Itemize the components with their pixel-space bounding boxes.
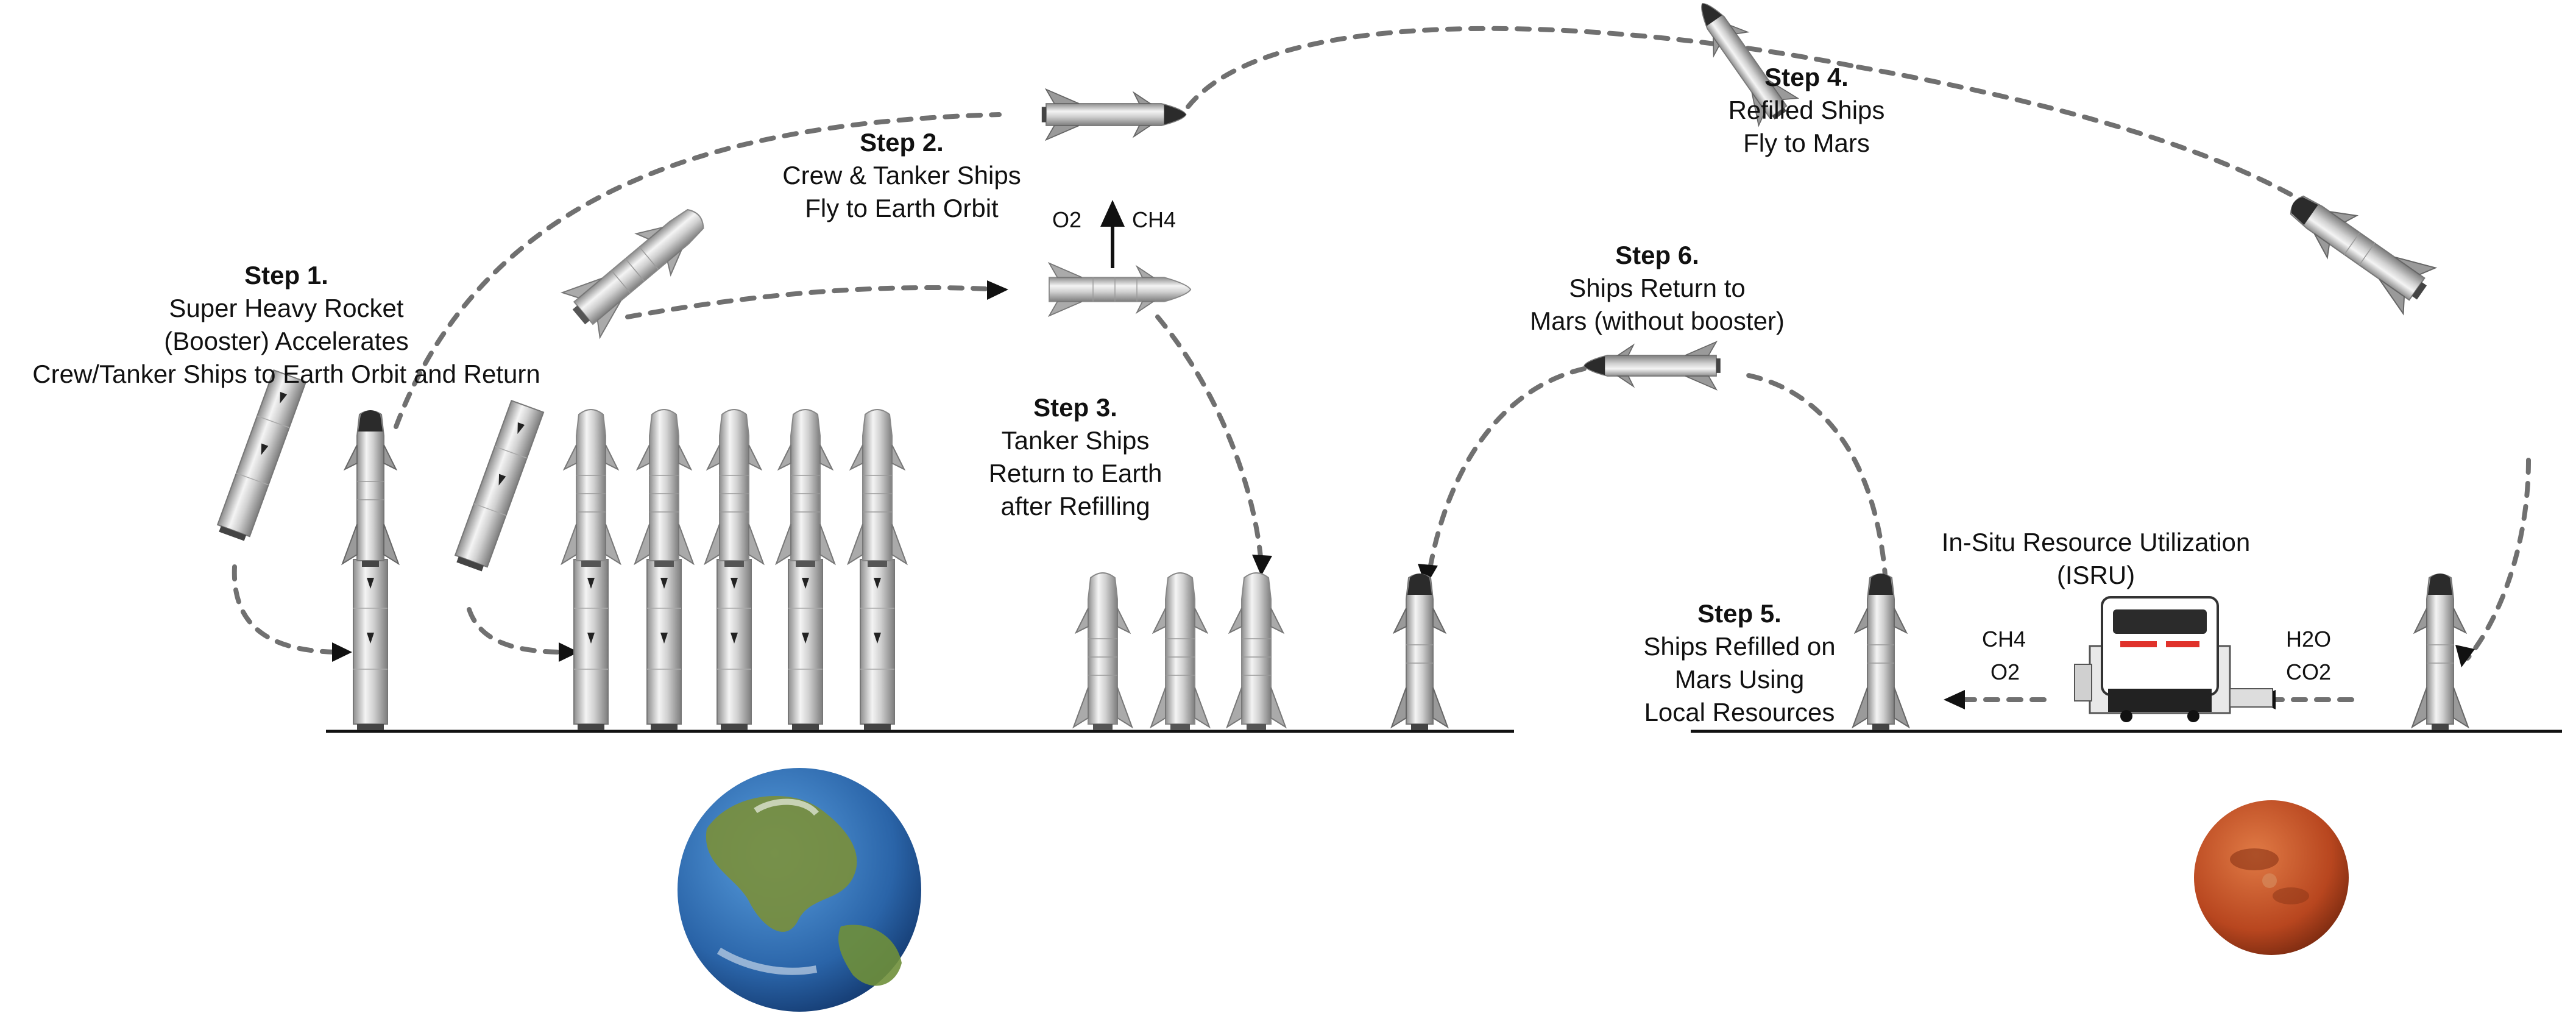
step3-label: Step 3. Tanker Ships Return to Earth aft… (954, 391, 1197, 523)
starship-icon (1049, 262, 1192, 317)
trajectory-launch-to-orbit (394, 112, 1002, 429)
starship-icon (1583, 341, 1721, 390)
starship-icon (1391, 573, 1448, 731)
step1-title: Step 1. (244, 261, 328, 289)
booster-icon (353, 559, 388, 731)
trajectory-tanker-return (1155, 314, 1264, 566)
trajectory-orbit-to-mars-transfer (1186, 26, 1861, 109)
stacked-rocket-1 (342, 410, 399, 731)
isru-output-ch4-label: CH4 (1982, 627, 2026, 652)
trajectory-mars-descent (2465, 458, 2531, 661)
isru-label: In-Situ Resource Utilization (ISRU) (1941, 528, 2251, 589)
starship-icon (1041, 88, 1187, 141)
trajectory-booster-return-2 (467, 607, 569, 655)
step5-title: Step 5. (1697, 599, 1782, 628)
isru-output-o2-label: O2 (1990, 659, 2020, 684)
starship-icon (2277, 179, 2439, 316)
orbit-ch4-label: CH4 (1132, 207, 1177, 232)
propellant-transfer-arrowhead (1100, 200, 1125, 227)
step4-title: Step 4. (1764, 63, 1849, 91)
isru-input-co2-label: CO2 (2286, 659, 2332, 684)
trajectory-back-to-surface (1426, 366, 1587, 578)
mars-icon (2194, 800, 2349, 955)
isru-plant-icon (2074, 596, 2273, 722)
trajectory-mars-return (1743, 372, 1888, 584)
isru-input-h2o-label: H2O (2286, 627, 2332, 652)
step2-label: Step 2. Crew & Tanker Ships Fly to Earth… (749, 126, 1054, 225)
trajectory-to-mars (1856, 65, 2382, 265)
orbit-o2-label: O2 (1052, 207, 1082, 232)
trajectory-booster-return-1 (232, 564, 344, 655)
booster-icon (452, 400, 545, 574)
step6-title: Step 6. (1615, 241, 1699, 269)
step6-label: Step 6. Ships Return to Mars (without bo… (1487, 239, 1828, 338)
stacked-rocket-row (561, 409, 907, 731)
step3-title: Step 3. (1033, 393, 1117, 422)
returned-tankers (1073, 572, 1286, 731)
step2-title: Step 2. (860, 128, 944, 157)
step5-label: Step 5. Ships Refilled on Mars Using Loc… (1612, 597, 1867, 729)
starship-icon (342, 410, 399, 567)
step1-label: Step 1. Super Heavy Rocket (Booster) Acc… (12, 259, 561, 391)
trajectory-tanker-to-orbit (625, 285, 1002, 319)
booster-icon (214, 369, 307, 543)
earth-icon (678, 768, 921, 1012)
step4-label: Step 4. Refilled Ships Fly to Mars (1685, 61, 1928, 160)
starship-icon (559, 193, 719, 340)
